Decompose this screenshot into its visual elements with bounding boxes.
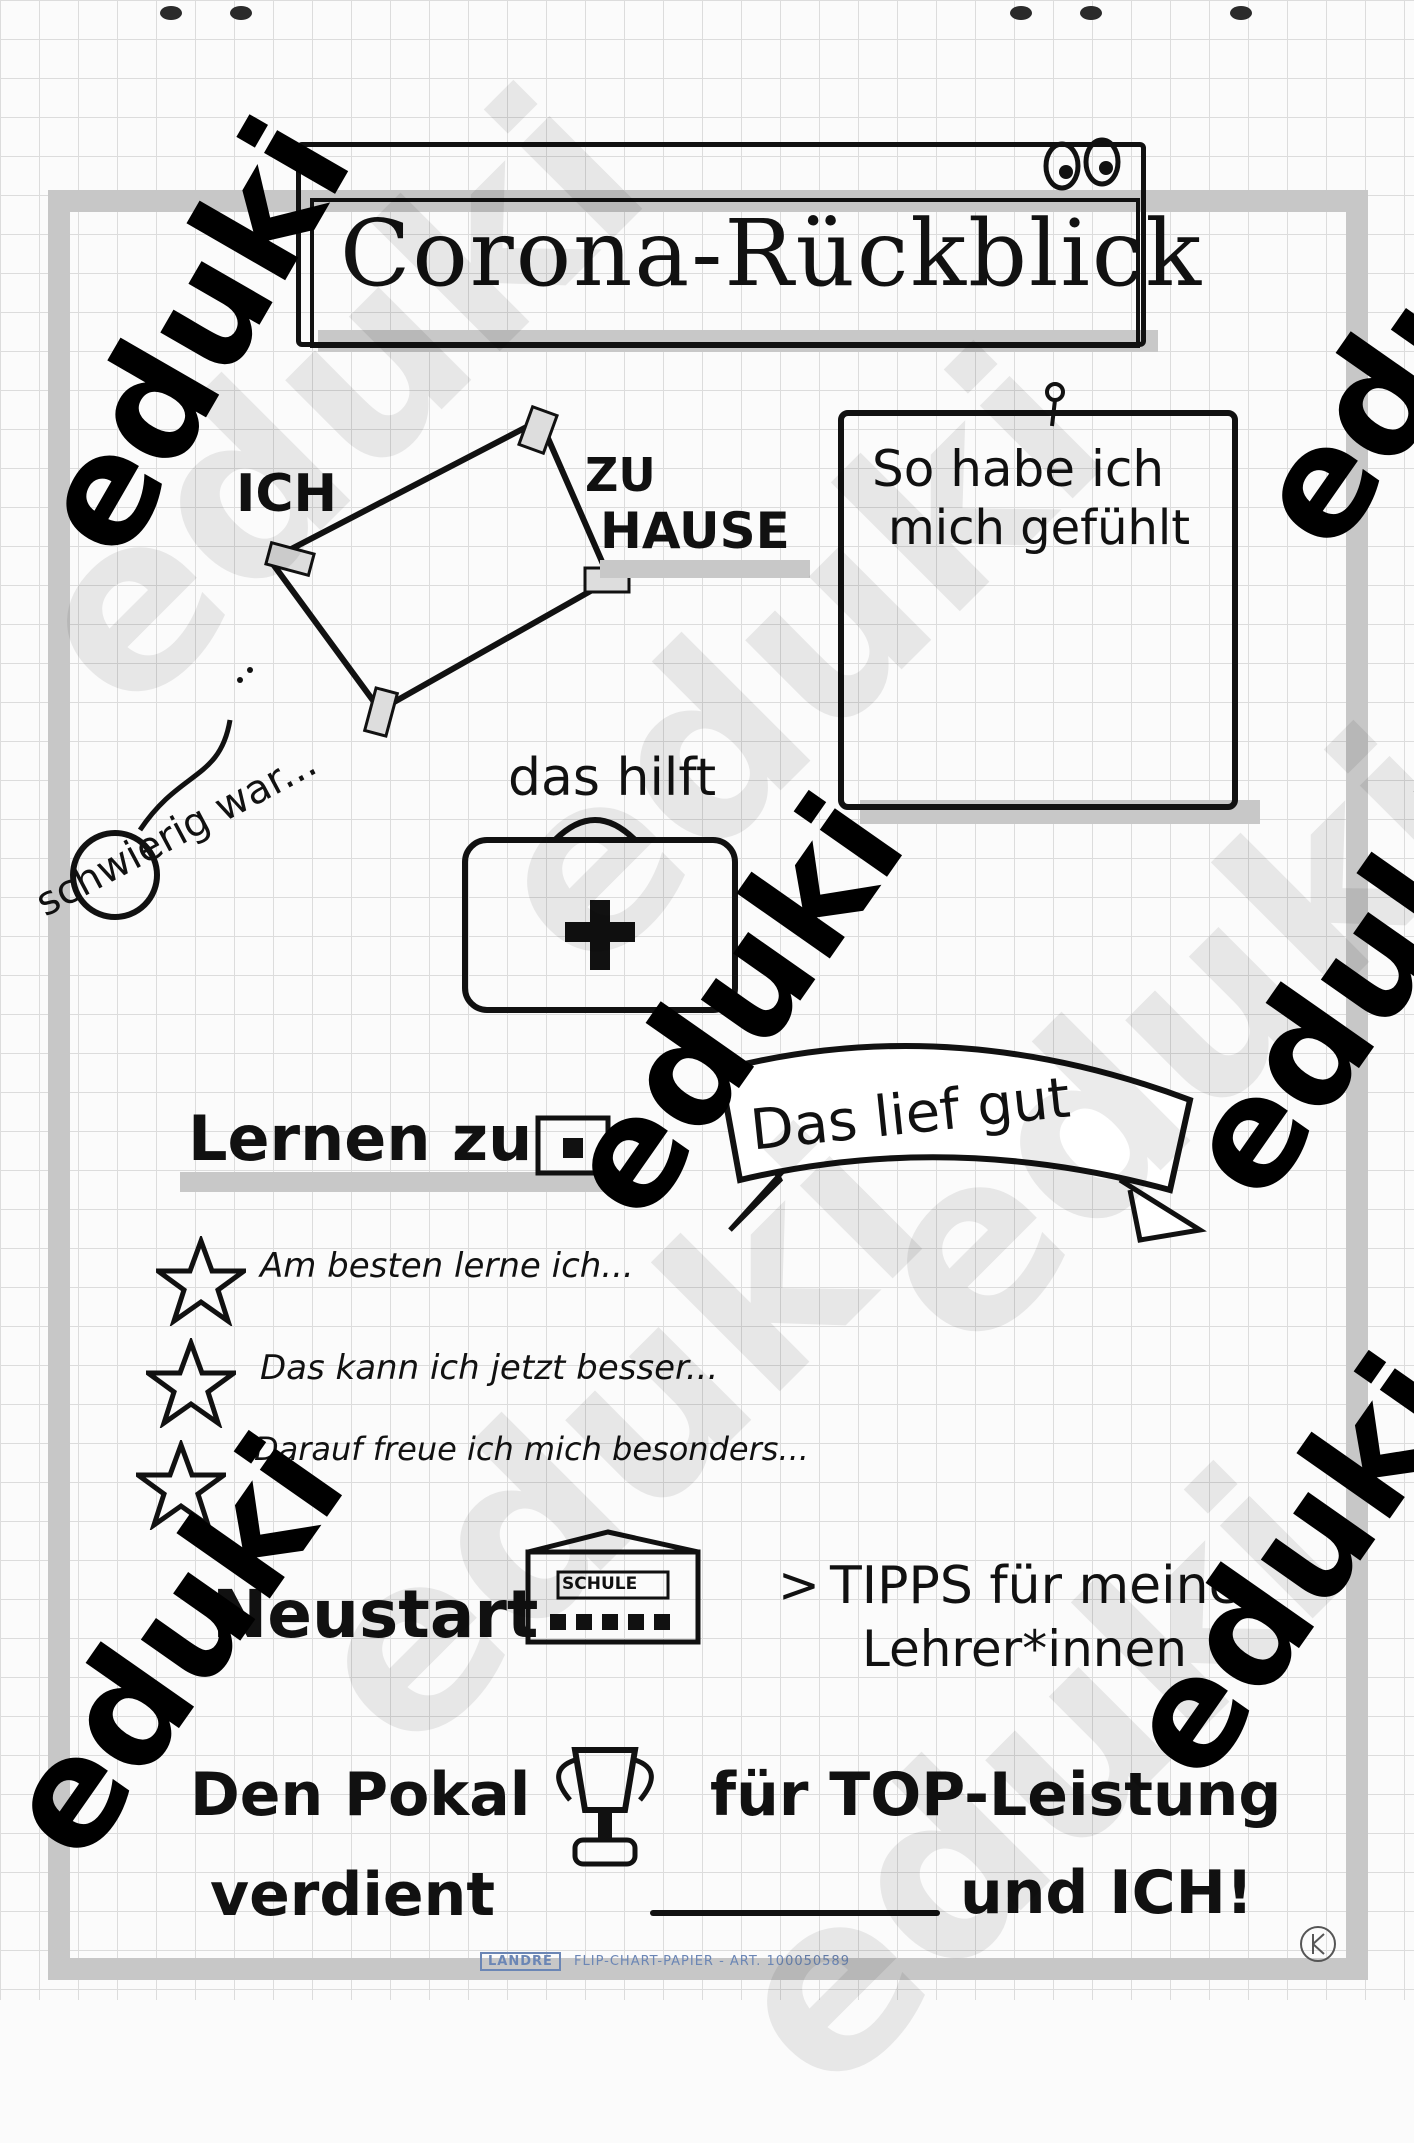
star-icon — [146, 1338, 236, 1428]
label-shadow — [600, 560, 810, 578]
binder-hole — [160, 6, 182, 20]
tips-line1: TIPPS für meine — [830, 1556, 1241, 1616]
banner-ribbon — [716, 1043, 1207, 1243]
star-icon — [136, 1440, 226, 1530]
feelings-line1: So habe ich — [872, 440, 1165, 498]
first-aid-kit-icon — [462, 817, 738, 1013]
trophy-icon — [556, 1747, 654, 1867]
restart-label: Neustart — [212, 1576, 539, 1653]
feelings-line2: mich gefühlt — [888, 500, 1191, 556]
home-frame-icon — [264, 404, 631, 738]
star-item-1: Am besten lerne ich... — [260, 1246, 634, 1286]
home-label-left: ICH — [236, 464, 338, 524]
trophy-line1-b: für TOP-Leistung — [710, 1760, 1282, 1830]
binder-hole — [1010, 6, 1032, 20]
tips-arrow-icon: > — [778, 1556, 820, 1614]
star-icon — [156, 1236, 246, 1326]
feelings-note — [838, 410, 1238, 810]
star-item-3: Darauf freue ich mich besonders... — [254, 1430, 809, 1468]
trophy-line2-a: verdient — [210, 1860, 495, 1930]
footer-text: FLIP-CHART-PAPIER - ART. 100050589 — [574, 1954, 850, 1969]
helps-label: das hilft — [508, 748, 717, 808]
school-sign: SCHULE — [562, 1574, 638, 1594]
page-title: Corona-Rückblick — [340, 200, 1204, 307]
trophy-line1-a: Den Pokal — [190, 1760, 531, 1830]
pin-icon — [1045, 382, 1065, 427]
tips-line2: Lehrer*innen — [862, 1620, 1187, 1678]
trophy-line2-b: und ICH! — [960, 1858, 1254, 1928]
bomb-icon — [70, 667, 253, 920]
school-building-icon — [525, 1529, 701, 1645]
learning-heading: Lernen zu — [188, 1102, 533, 1175]
eyes-icon — [1043, 137, 1121, 191]
home-label-right-top: ZU — [585, 448, 656, 502]
binder-hole — [230, 6, 252, 20]
star-item-2: Das kann ich jetzt besser... — [260, 1348, 719, 1388]
author-logo-icon — [1300, 1926, 1336, 1962]
binder-hole — [1080, 6, 1102, 20]
house-icon — [535, 1115, 611, 1176]
title-inner-frame — [310, 198, 1140, 348]
heading-shadow — [180, 1172, 620, 1192]
binder-hole — [1230, 6, 1252, 20]
name-blank-line — [650, 1910, 940, 1916]
home-label-right-bottom: HAUSE — [600, 502, 790, 560]
paper-footer: LANDRÉ FLIP-CHART-PAPIER - ART. 10005058… — [480, 1952, 850, 1971]
footer-brand: LANDRÉ — [480, 1952, 561, 1971]
